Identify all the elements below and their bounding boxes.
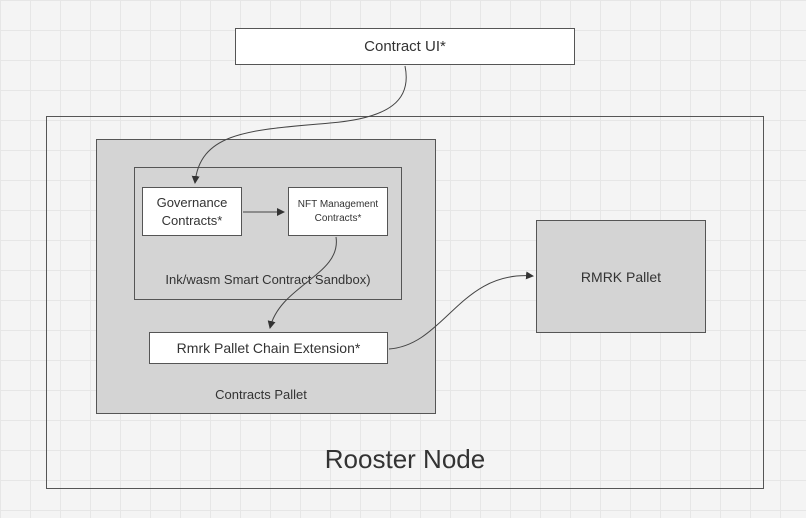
nft-management-contracts-node[interactable]: NFT Management Contracts* — [288, 187, 388, 236]
rooster-node-label: Rooster Node — [324, 444, 486, 474]
contracts-pallet-container — [96, 139, 436, 414]
nft-label-line2: Contracts* — [314, 212, 362, 224]
governance-label-line2: Contracts* — [161, 212, 223, 228]
contracts-pallet-label: Contracts Pallet — [215, 387, 307, 402]
contract-ui-node[interactable]: Contract UI* — [235, 28, 575, 65]
contract-ui-label: Contract UI* — [364, 38, 446, 55]
governance-label-line1: Governance — [156, 194, 228, 210]
nft-label-line1: NFT Management — [297, 198, 379, 210]
rmrk-chain-extension-node[interactable]: Rmrk Pallet Chain Extension* — [149, 332, 388, 364]
ink-sandbox-label: Ink/wasm Smart Contract Sandbox) — [165, 272, 371, 287]
rmrk-pallet-node[interactable]: RMRK Pallet — [536, 220, 706, 333]
rmrk-chain-extension-label: Rmrk Pallet Chain Extension* — [176, 340, 361, 356]
rmrk-pallet-label: RMRK Pallet — [580, 269, 662, 285]
governance-contracts-node[interactable]: Governance Contracts* — [142, 187, 242, 236]
